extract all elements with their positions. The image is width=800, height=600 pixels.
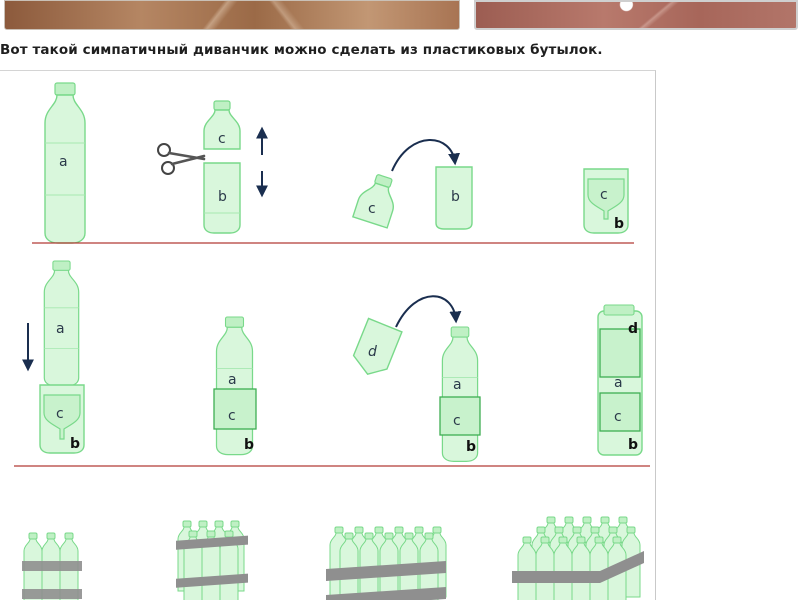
step7-label-c: c <box>453 413 461 429</box>
step1-full-bottle: a <box>44 82 86 244</box>
step4-label-c: c <box>600 187 608 203</box>
step8-final-unit: d a c b <box>597 304 643 456</box>
step5-push-bottle: a c b <box>22 260 85 454</box>
curved-arrow-icon <box>391 139 461 172</box>
step4-label-b: b <box>614 216 624 232</box>
step5-label-a: a <box>56 321 65 337</box>
curved-arrow-icon <box>395 295 462 328</box>
step6-assembled-unit: a c b <box>213 316 257 456</box>
step8-label-a: a <box>614 375 623 391</box>
scissors-icon <box>157 143 206 175</box>
step3-insert-top: c b <box>352 139 473 230</box>
step6-label-b: b <box>244 437 254 453</box>
step1-label-a: a <box>59 154 68 170</box>
pack-large <box>326 526 447 600</box>
step3-label-c: c <box>368 201 376 217</box>
bottle-sofa-instruction-diagram: a c b <box>0 70 656 600</box>
step4-combined-unit: c b <box>583 168 629 234</box>
pack-medium <box>176 520 248 600</box>
step6-label-a: a <box>228 372 237 388</box>
step6-label-c: c <box>228 408 236 424</box>
step8-label-c: c <box>614 409 622 425</box>
step8-label-b: b <box>628 437 638 453</box>
article-caption: Вот такой симпатичный диванчик можно сде… <box>0 42 603 58</box>
step5-label-c: c <box>56 406 64 422</box>
pack-sofa-base <box>512 516 644 600</box>
tiled-floor-photo <box>4 0 460 30</box>
step5-label-b: b <box>70 436 80 452</box>
step2-cut-bottle: c b <box>157 100 268 234</box>
decor-photo <box>474 0 798 30</box>
step7-label-d: d <box>368 344 377 360</box>
step7-label-a: a <box>453 377 462 393</box>
step8-label-d: d <box>628 321 638 337</box>
step7-label-b: b <box>466 439 476 455</box>
step3-label-b: b <box>451 189 460 205</box>
step7-add-top: d a c b <box>352 295 481 463</box>
step2-label-c: c <box>218 131 226 147</box>
pack-small <box>22 532 82 600</box>
step2-label-b: b <box>218 189 227 205</box>
